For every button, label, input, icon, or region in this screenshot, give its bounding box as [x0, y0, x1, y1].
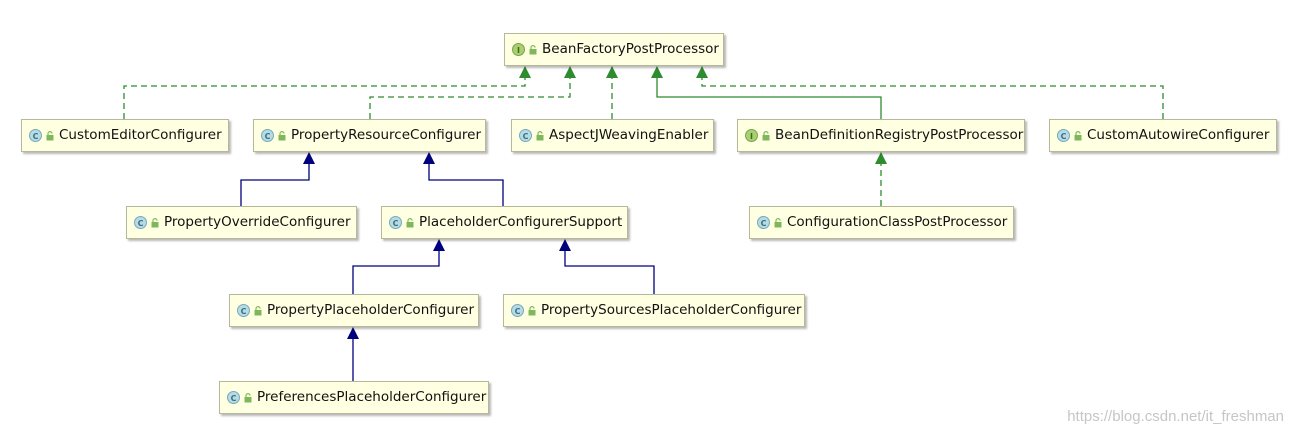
class-icon: C	[519, 129, 532, 142]
lock-icon	[774, 217, 782, 227]
node-label: PropertyOverrideConfigurer	[164, 213, 351, 230]
edge-arrowhead-bfpp	[651, 66, 663, 78]
edge-line-pspc-pcs	[564, 251, 655, 294]
node-label: BeanFactoryPostProcessor	[542, 40, 719, 57]
edge-line-pcs-prc	[428, 164, 504, 206]
edge-line-bdrpp-bfpp	[656, 78, 882, 119]
edge-arrowhead-ppc	[347, 327, 359, 339]
node-configuration-class-post-processor[interactable]: C ConfigurationClassPostProcessor	[749, 206, 1014, 239]
class-icon: C	[1057, 129, 1070, 142]
node-label: CustomAutowireConfigurer	[1087, 126, 1270, 143]
node-custom-autowire-configurer[interactable]: C CustomAutowireConfigurer	[1049, 119, 1277, 152]
node-label: PlaceholderConfigurerSupport	[419, 213, 623, 230]
lock-icon	[528, 305, 536, 315]
node-label: PropertySourcesPlaceholderConfigurer	[541, 301, 802, 318]
lock-icon	[254, 305, 262, 315]
node-label: PropertyResourceConfigurer	[291, 126, 482, 143]
class-icon: C	[757, 216, 770, 229]
edge-arrowhead-bfpp	[519, 66, 531, 78]
lock-icon	[244, 392, 252, 402]
node-bean-definition-registry-post-processor[interactable]: I BeanDefinitionRegistryPostProcessor	[737, 119, 1025, 152]
edge-arrowhead-pcs	[559, 239, 571, 251]
lock-icon	[529, 44, 537, 54]
edge-line-poc-prc	[240, 164, 310, 206]
lock-icon	[151, 217, 159, 227]
edge-line-cac-bfpp	[701, 78, 1164, 119]
node-label: AspectJWeavingEnabler	[549, 126, 709, 143]
class-icon: C	[227, 391, 240, 404]
edge-arrowhead-bdrpp	[875, 152, 887, 164]
interface-icon: I	[512, 43, 525, 56]
class-icon: C	[29, 129, 42, 142]
node-property-sources-placeholder-configurer[interactable]: C PropertySourcesPlaceholderConfigurer	[503, 294, 805, 327]
node-placeholder-configurer-support[interactable]: C PlaceholderConfigurerSupport	[381, 206, 628, 239]
lock-icon	[278, 130, 286, 140]
node-label: PropertyPlaceholderConfigurer	[267, 301, 474, 318]
edge-arrowhead-pcs	[433, 239, 445, 251]
node-preferences-placeholder-configurer[interactable]: C PreferencesPlaceholderConfigurer	[219, 381, 489, 414]
node-custom-editor-configurer[interactable]: C CustomEditorConfigurer	[21, 119, 229, 152]
lock-icon	[406, 217, 414, 227]
node-property-placeholder-configurer[interactable]: C PropertyPlaceholderConfigurer	[229, 294, 479, 327]
lock-icon	[536, 130, 544, 140]
class-icon: C	[134, 216, 147, 229]
edge-line-prc-bfpp	[369, 78, 571, 119]
interface-icon: I	[745, 129, 758, 142]
node-bean-factory-post-processor[interactable]: I BeanFactoryPostProcessor	[504, 33, 724, 66]
class-icon: C	[389, 216, 402, 229]
node-label: BeanDefinitionRegistryPostProcessor	[775, 126, 1024, 143]
node-aspectj-weaving-enabler[interactable]: C AspectJWeavingEnabler	[511, 119, 714, 152]
lock-icon	[46, 130, 54, 140]
edge-arrowhead-prc	[423, 152, 435, 164]
watermark: https://blog.csdn.net/it_freshman	[1067, 408, 1284, 425]
node-label: PreferencesPlaceholderConfigurer	[257, 388, 487, 405]
edge-line-cec-bfpp	[123, 78, 526, 119]
lock-icon	[762, 130, 770, 140]
edge-arrowhead-bfpp	[696, 66, 708, 78]
class-icon: C	[237, 304, 250, 317]
edge-arrowhead-prc	[303, 152, 315, 164]
edge-line-ppc-pcs	[352, 251, 440, 294]
node-property-override-configurer[interactable]: C PropertyOverrideConfigurer	[126, 206, 357, 239]
edge-arrowhead-bfpp	[606, 66, 618, 78]
node-label: CustomEditorConfigurer	[59, 126, 222, 143]
class-icon: C	[261, 129, 274, 142]
node-label: ConfigurationClassPostProcessor	[787, 213, 1008, 230]
lock-icon	[1074, 130, 1082, 140]
class-icon: C	[511, 304, 524, 317]
node-property-resource-configurer[interactable]: C PropertyResourceConfigurer	[253, 119, 486, 152]
edge-arrowhead-bfpp	[564, 66, 576, 78]
